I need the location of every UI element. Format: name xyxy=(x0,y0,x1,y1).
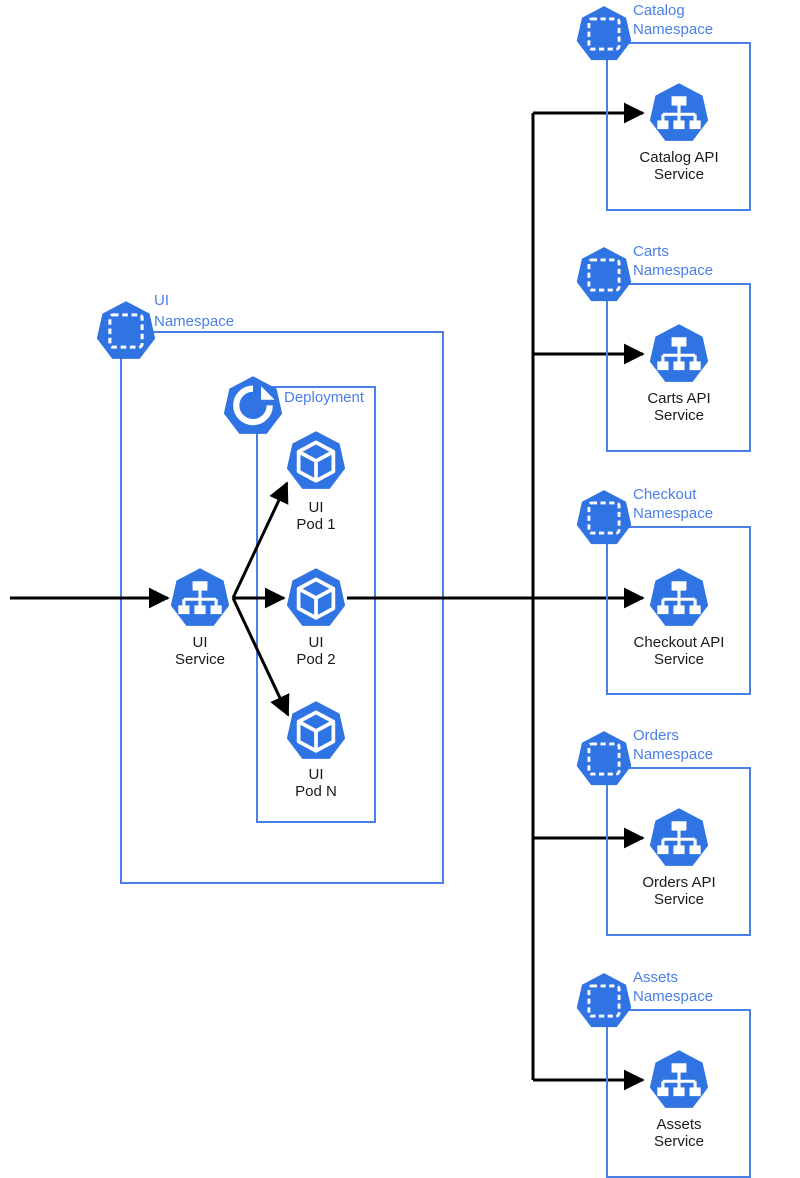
catalog-namespace-box xyxy=(606,42,751,211)
assets-service-node[interactable]: Assets Service xyxy=(648,1049,710,1150)
orders-namespace-label-line1: Orders xyxy=(633,727,679,744)
namespace-icon xyxy=(575,489,633,546)
carts-namespace-label-line1: Carts xyxy=(633,243,669,260)
ui-namespace-label-line2: Namespace xyxy=(154,313,234,330)
orders-api-service-node[interactable]: Orders API Service xyxy=(642,807,716,908)
catalog-api-service-label-line1: Catalog API xyxy=(639,149,718,166)
namespace-icon xyxy=(575,972,633,1029)
deployment-icon xyxy=(224,376,282,434)
ui-pod-2-label-line2: Pod 2 xyxy=(296,651,335,668)
ui-flow-lines xyxy=(10,481,533,717)
assets-service-label-line1: Assets xyxy=(656,1116,701,1133)
orders-namespace-group[interactable]: Orders Namespace Orders API Service xyxy=(575,727,751,936)
assets-service-label-line2: Service xyxy=(654,1133,704,1150)
ui-pod-2-label-line1: UI xyxy=(309,634,324,651)
carts-api-service-node[interactable]: Carts API Service xyxy=(647,323,711,424)
assets-namespace-box xyxy=(606,1009,751,1178)
carts-namespace-group[interactable]: Carts Namespace Carts API Service xyxy=(575,243,751,452)
ui-service-label-line1: UI xyxy=(193,634,208,651)
assets-namespace-group[interactable]: Assets Namespace Assets Service xyxy=(575,969,751,1178)
ui-pod-n-label-line2: Pod N xyxy=(295,783,337,800)
service-icon xyxy=(648,323,710,384)
pod-icon xyxy=(285,430,347,491)
catalog-api-service-node[interactable]: Catalog API Service xyxy=(639,82,719,183)
service-icon xyxy=(169,567,231,628)
catalog-namespace-group[interactable]: Catalog Namespace Catalog API Service xyxy=(575,2,751,211)
ui-service-to-pod-n-arrow xyxy=(231,597,290,717)
catalog-namespace-label-line2: Namespace xyxy=(633,21,713,38)
ui-namespace-label-line1: UI xyxy=(154,292,169,309)
checkout-api-service-node[interactable]: Checkout API Service xyxy=(634,567,725,668)
service-icon xyxy=(648,1049,710,1110)
service-icon xyxy=(648,567,710,628)
backend-routing-lines xyxy=(531,102,645,1091)
ui-pod-2-node[interactable]: UI Pod 2 xyxy=(285,567,347,668)
ui-service-to-pod-1-arrow xyxy=(231,481,289,599)
namespace-icon xyxy=(95,300,157,361)
pod-icon xyxy=(285,700,347,761)
orders-api-service-label-line1: Orders API xyxy=(642,874,715,891)
ui-pod-1-node[interactable]: UI Pod 1 xyxy=(285,430,347,533)
pod-icon xyxy=(285,567,347,628)
orders-api-service-label-line2: Service xyxy=(654,891,704,908)
ui-namespace-group[interactable]: UI Namespace Deployment UI Service UI xyxy=(95,292,444,884)
ui-namespace-box xyxy=(120,331,444,884)
assets-namespace-label-line2: Namespace xyxy=(633,988,713,1005)
deployment-label: Deployment xyxy=(284,389,365,406)
checkout-namespace-label-line1: Checkout xyxy=(633,486,697,503)
assets-namespace-label-line1: Assets xyxy=(633,969,678,986)
ui-service-node[interactable]: UI Service xyxy=(169,567,231,668)
catalog-namespace-label-line1: Catalog xyxy=(633,2,685,19)
service-icon xyxy=(648,82,710,143)
catalog-api-service-label-line2: Service xyxy=(654,166,704,183)
carts-api-service-label-line2: Service xyxy=(654,407,704,424)
checkout-namespace-box xyxy=(606,526,751,695)
ui-pod-n-label-line1: UI xyxy=(309,766,324,783)
carts-api-service-label-line1: Carts API xyxy=(647,390,710,407)
checkout-namespace-label-line2: Namespace xyxy=(633,505,713,522)
ui-deployment-group[interactable]: Deployment xyxy=(224,376,376,823)
carts-namespace-box xyxy=(606,283,751,452)
orders-namespace-box xyxy=(606,767,751,936)
checkout-api-service-label-line2: Service xyxy=(654,651,704,668)
namespace-icon xyxy=(575,5,633,62)
ui-pod-1-label-line1: UI xyxy=(309,499,324,516)
deployment-box xyxy=(256,386,376,823)
namespace-icon xyxy=(575,730,633,787)
carts-namespace-label-line2: Namespace xyxy=(633,262,713,279)
ui-service-label-line2: Service xyxy=(175,651,225,668)
ui-pod-n-node[interactable]: UI Pod N xyxy=(285,700,347,800)
orders-namespace-label-line2: Namespace xyxy=(633,746,713,763)
service-icon xyxy=(648,807,710,868)
checkout-api-service-label-line1: Checkout API xyxy=(634,634,725,651)
namespace-icon xyxy=(575,246,633,303)
checkout-namespace-group[interactable]: Checkout Namespace Checkout API Service xyxy=(575,486,751,695)
ui-pod-1-label-line2: Pod 1 xyxy=(296,516,335,533)
